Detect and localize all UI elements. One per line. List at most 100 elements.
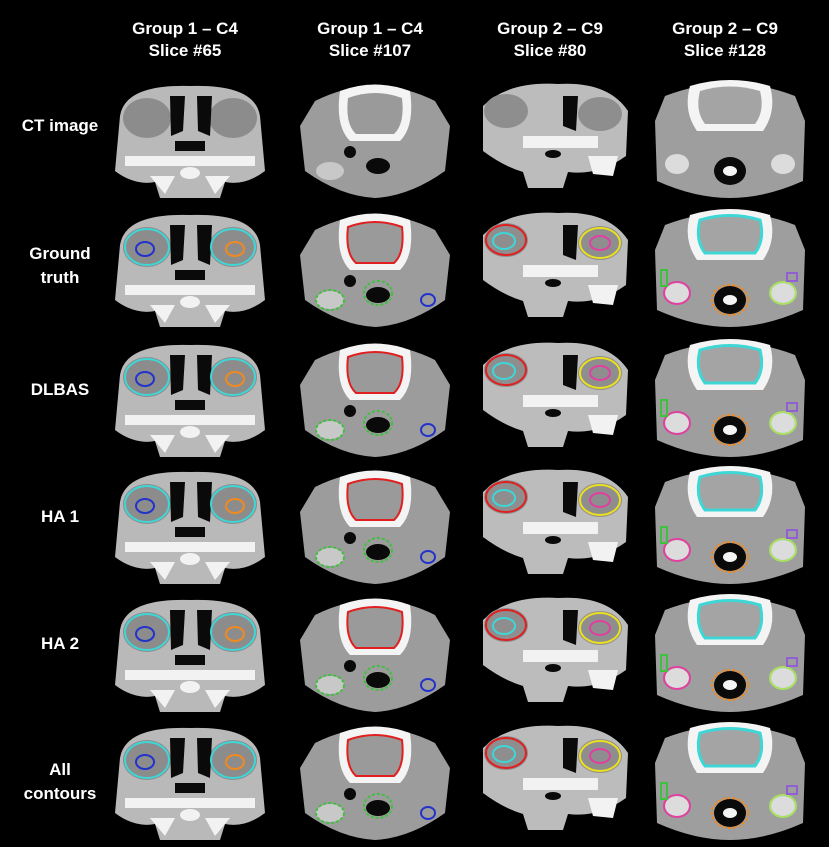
ct-slice-row3-col1 (105, 335, 275, 460)
contour-overlay (660, 471, 798, 573)
ct-slice-image (300, 470, 450, 584)
ct-slice-base (300, 726, 450, 840)
ct-slice-row6-col1 (105, 718, 275, 843)
contour-overlay (315, 221, 436, 311)
contour-overlay (124, 228, 256, 266)
ct-slice-image (655, 722, 805, 840)
contour-overlay (124, 485, 256, 523)
ct-slice-row3-col4 (645, 335, 815, 460)
ct-slice-image (483, 725, 628, 830)
ct-slice-image (115, 85, 265, 198)
row-label-ha2-line1: HA 2 (40, 634, 80, 653)
ct-slice-image (300, 726, 450, 840)
ct-slice-base (115, 85, 265, 198)
ct-slice-image (300, 213, 450, 327)
ct-slice-base (655, 339, 805, 457)
ct-slice-base (115, 727, 265, 840)
ct-slice-base (655, 594, 805, 712)
ct-slice-row1-col2 (290, 76, 460, 201)
ct-slice-image (655, 339, 805, 457)
ct-slice-image (115, 599, 265, 712)
ct-slice-row2-col3 (468, 205, 638, 330)
contour-overlay (485, 737, 621, 772)
ct-slice-image (483, 342, 628, 447)
ct-slice-base (115, 599, 265, 712)
row-label-ha1: HA 1 (0, 505, 120, 529)
row-label-ha2: HA 2 (0, 632, 120, 656)
column-header-3-group: Group 2 – C9 (497, 19, 603, 38)
ct-slice-row4-col4 (645, 462, 815, 587)
contour-overlay (315, 478, 436, 568)
ct-slice-row2-col2 (290, 205, 460, 330)
contour-overlay (124, 741, 256, 779)
ct-slice-image (115, 214, 265, 327)
contour-overlay (485, 481, 621, 516)
contour-overlay (485, 609, 621, 644)
ct-slice-image (655, 80, 805, 198)
ct-slice-base (655, 80, 805, 198)
contour-overlay (660, 344, 798, 446)
ct-slice-image (483, 212, 628, 317)
contour-overlay (660, 727, 798, 829)
row-label-dlbas-line1: DLBAS (30, 380, 90, 399)
ct-slice-row1-col4 (645, 76, 815, 201)
ct-slice-base (115, 471, 265, 584)
row-label-ground-truth: Ground truth (0, 242, 120, 290)
ct-slice-base (300, 343, 450, 457)
contour-overlay (660, 599, 798, 701)
ct-slice-row3-col3 (468, 335, 638, 460)
ct-slice-base (115, 214, 265, 327)
ct-slice-image (115, 344, 265, 457)
ct-slice-base (115, 344, 265, 457)
ct-slice-base (300, 598, 450, 712)
ct-slice-base (655, 209, 805, 327)
ct-slice-row4-col3 (468, 462, 638, 587)
contour-overlay (660, 214, 798, 316)
ct-slice-row4-col2 (290, 462, 460, 587)
ct-slice-image (300, 598, 450, 712)
column-header-4-slice: Slice #128 (683, 41, 767, 60)
ct-slice-image (483, 597, 628, 702)
ct-slice-row1-col1 (105, 76, 275, 201)
row-label-all-contours-line1: All (49, 760, 71, 779)
ct-slice-row3-col2 (290, 335, 460, 460)
ct-slice-row2-col1 (105, 205, 275, 330)
ct-slice-image (483, 469, 628, 574)
contour-overlay (315, 606, 436, 696)
ct-slice-row2-col4 (645, 205, 815, 330)
ct-slice-base (300, 84, 450, 198)
row-label-all-contours-line2: contours (23, 784, 97, 803)
contour-overlay (485, 224, 621, 259)
column-header-2-slice: Slice #107 (328, 41, 412, 60)
ct-slice-image (115, 727, 265, 840)
ct-slice-row5-col1 (105, 590, 275, 715)
ct-slice-base (300, 213, 450, 327)
ct-slice-row6-col3 (468, 718, 638, 843)
ct-slice-image (483, 83, 628, 188)
column-header-4-group: Group 2 – C9 (672, 19, 778, 38)
column-header-1-group: Group 1 – C4 (132, 19, 238, 38)
row-label-ground-truth-line1: Ground (29, 244, 91, 263)
column-header-3: Group 2 – C9 Slice #80 (470, 18, 630, 62)
column-header-2-group: Group 1 – C4 (317, 19, 423, 38)
contour-overlay (485, 354, 621, 389)
row-label-all-contours: All contours (0, 758, 120, 806)
ct-slice-row5-col2 (290, 590, 460, 715)
contour-overlay (315, 734, 436, 824)
column-header-1-slice: Slice #65 (148, 41, 222, 60)
ct-slice-row4-col1 (105, 462, 275, 587)
ct-slice-base (655, 722, 805, 840)
contour-overlay (124, 613, 256, 651)
row-label-dlbas: DLBAS (0, 378, 120, 402)
row-label-ct-image: CT image (0, 114, 120, 138)
ct-slice-image (300, 84, 450, 198)
row-label-ground-truth-line2: truth (40, 268, 80, 287)
ct-slice-image (655, 466, 805, 584)
column-header-4: Group 2 – C9 Slice #128 (645, 18, 805, 62)
ct-slice-base (300, 470, 450, 584)
ct-slice-base (655, 466, 805, 584)
ct-slice-row6-col2 (290, 718, 460, 843)
contour-overlay (315, 351, 436, 441)
contour-overlay (124, 358, 256, 396)
ct-slice-image (655, 594, 805, 712)
